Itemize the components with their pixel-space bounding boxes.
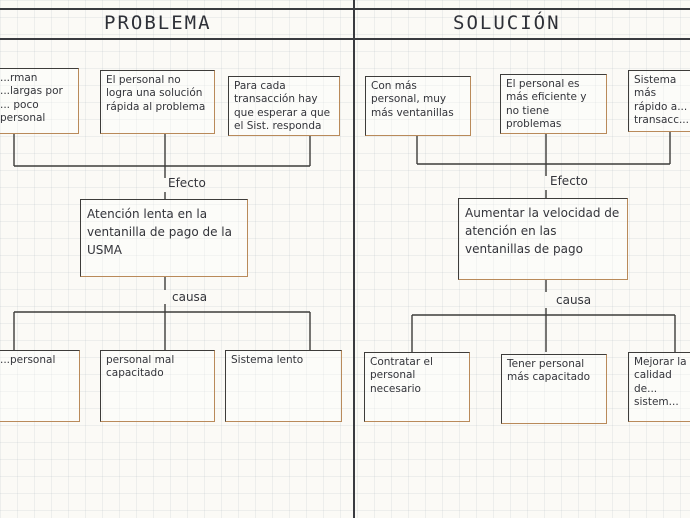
problema-effect-box-3: Para cada transacción hay que esperar a … bbox=[228, 76, 340, 136]
solucion-effect-label: Efecto bbox=[550, 174, 588, 188]
solucion-cause-label: causa bbox=[556, 293, 592, 307]
problema-effect-box-2: El personal no logra una solución rápida… bbox=[100, 70, 215, 134]
problema-cause-box-2: personal mal capacitado bbox=[100, 350, 215, 422]
solucion-main-solution-box: Aumentar la velocidad de atención en las… bbox=[458, 198, 628, 280]
center-divider bbox=[353, 0, 355, 518]
solucion-action-box-3: Mejorar la calidad de... sistem... bbox=[628, 352, 690, 422]
solucion-title: SOLUCIÓN bbox=[453, 12, 561, 34]
problema-cause-box-1: ...personal bbox=[0, 350, 80, 422]
solucion-effect-box-1: Con más personal, muy más ventanillas bbox=[365, 76, 471, 136]
header-underline bbox=[0, 38, 690, 40]
solucion-effect-box-3: Sistema más rápido a... transacc... bbox=[628, 70, 690, 132]
solucion-action-box-2: Tener personal más capacitado bbox=[501, 354, 607, 424]
solucion-effect-box-2: El personal es más eficiente y no tiene … bbox=[500, 74, 607, 134]
problema-effect-box-1: ...rman ...largas por ... poco personal bbox=[0, 68, 79, 134]
problema-effect-label: Efecto bbox=[168, 176, 206, 190]
top-rule bbox=[0, 8, 690, 10]
solucion-action-box-1: Contratar el personal necesario bbox=[364, 352, 470, 422]
problema-title: PROBLEMA bbox=[104, 12, 212, 34]
problema-cause-label: causa bbox=[172, 290, 208, 304]
problema-cause-box-3: Sistema lento bbox=[225, 350, 342, 422]
problema-main-problem-box: Atención lenta en la ventanilla de pago … bbox=[80, 199, 248, 277]
